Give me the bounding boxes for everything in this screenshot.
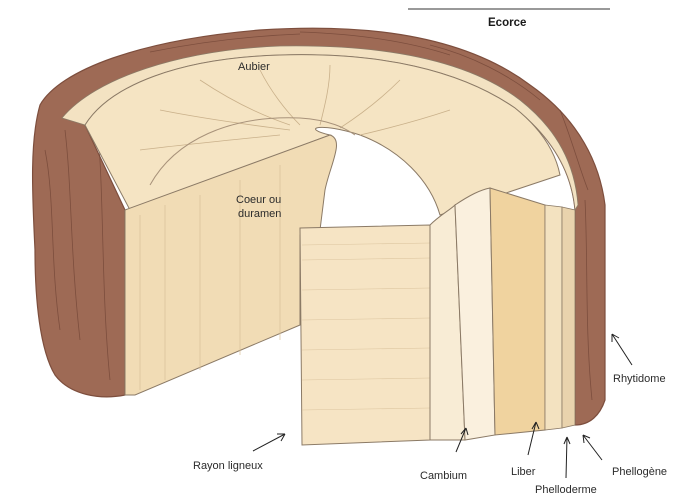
label-rhytidome: Rhytidome: [613, 373, 666, 386]
label-rayon-ligneux: Rayon ligneux: [193, 460, 263, 473]
label-liber: Liber: [511, 466, 535, 479]
rayon-arrow: [253, 434, 285, 451]
ray-block: [300, 225, 430, 445]
label-aubier: Aubier: [238, 61, 270, 74]
liber-band: [490, 188, 545, 435]
phelloderme-arrow: [564, 437, 570, 478]
phellogene-arrow: [583, 435, 602, 460]
label-coeur-line1: Coeur ou: [236, 194, 281, 207]
label-ecorce: Ecorce: [488, 17, 526, 30]
rhytidome-arrow: [612, 334, 632, 365]
label-coeur-line2: duramen: [238, 208, 281, 221]
label-phelloderme: Phelloderme: [535, 484, 597, 497]
phelloderme-band: [545, 205, 562, 430]
phellogene-band: [562, 207, 575, 428]
label-cambium: Cambium: [420, 470, 467, 483]
label-phellogene: Phellogène: [612, 466, 667, 479]
